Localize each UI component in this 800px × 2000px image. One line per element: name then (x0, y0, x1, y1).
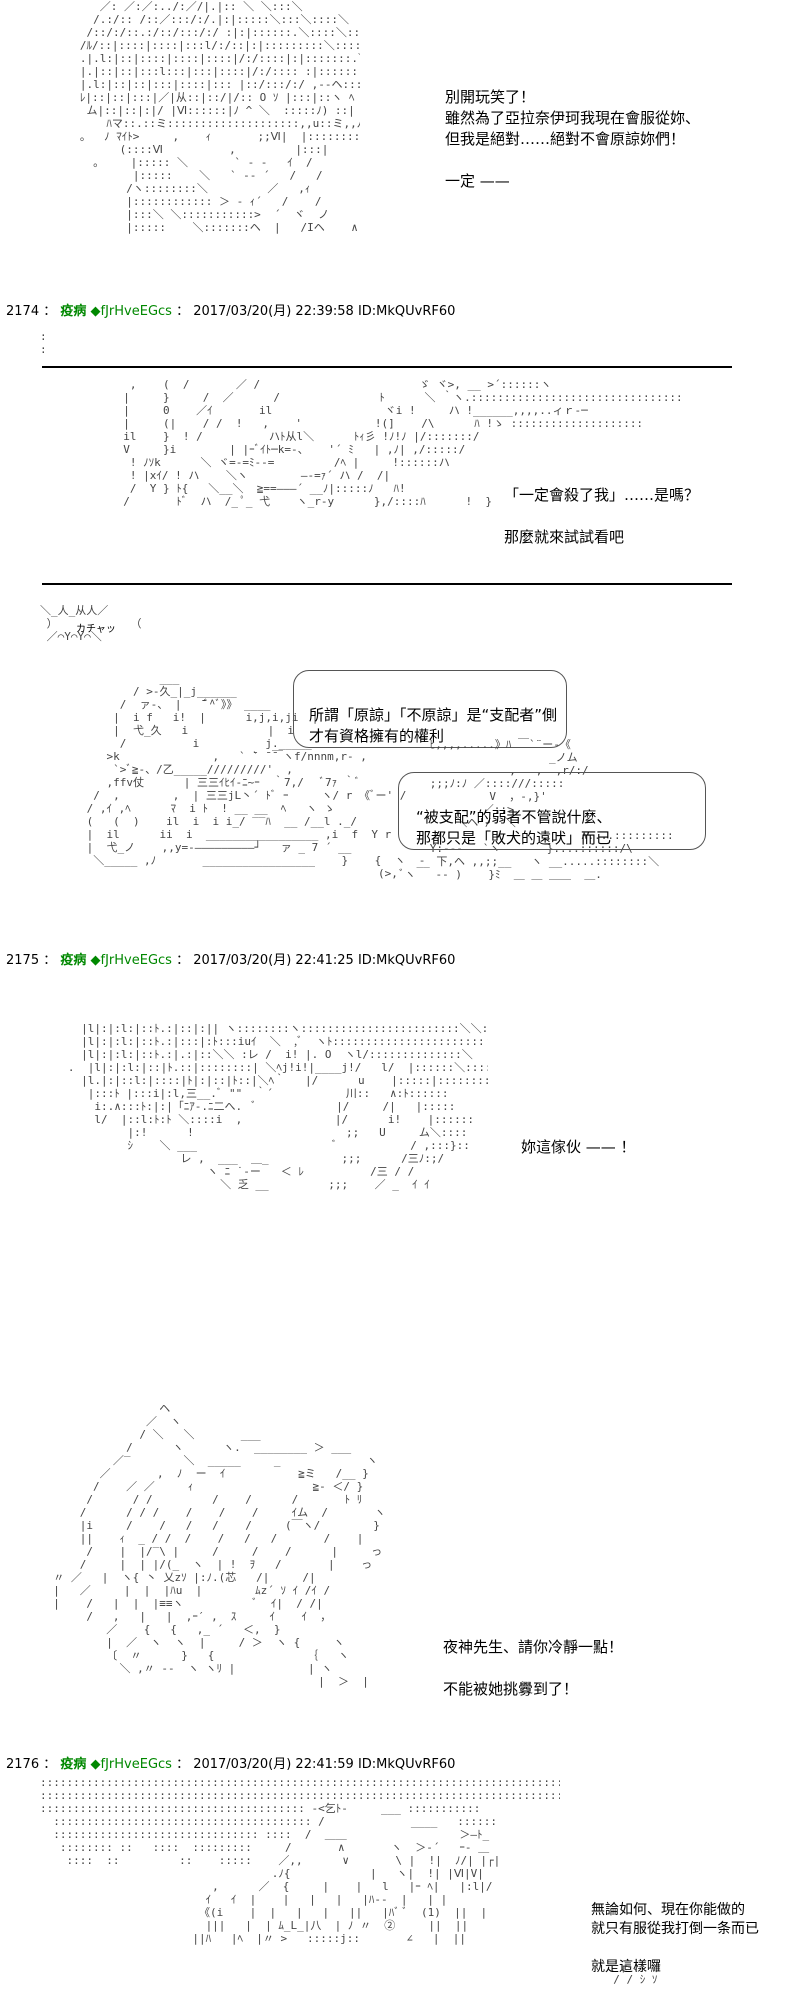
post-date: 2017/03/20(月) 22:41:59 (193, 1757, 354, 1772)
bubble2-text: “被支配”的弱者不管說什麼、那都只是「敗犬的遠吠」而已 (416, 786, 612, 870)
panel6-line: 無論如何、現在你能做的 (591, 1902, 745, 1918)
panel6-line: ​ (591, 1939, 759, 1958)
poster-trip: ◆fJrHveEGcs (90, 304, 172, 319)
panel4-line: 妳這傢伙 —— ！ (521, 1138, 636, 1156)
panel1-line: ​ (445, 150, 700, 171)
panel2-text: 「一定會殺了我」……是嗎？ ​那麼就來試試看吧 (504, 464, 699, 569)
ascii-art-panel6: ::::::::::::::::::::::::::::::::::::::::… (40, 1776, 560, 1945)
panel2-line: 「一定會殺了我」……是嗎？ (504, 486, 700, 504)
poster-trip: ◆fJrHveEGcs (90, 953, 172, 968)
panel1-text: 別開玩笑了！ 雖然為了亞拉奈伊珂我現在會服從妳、但我是絕對……絕對不會原諒妳們！ ​… (445, 66, 700, 213)
panel2-line: ​ (504, 506, 699, 527)
poster-name: 疫病 (60, 953, 87, 968)
post-id: ID:MkQUvRF60 (357, 304, 456, 319)
post-header-2175: 2175 ： 疫病 ◆fJrHveEGcs ： 2017/03/20(月) 22… (6, 953, 456, 968)
bubble1-text: 所謂「原諒」「不原諒」是“支配者”側才有資格擁有的權利 (309, 684, 557, 768)
post-header-2174: 2174 ： 疫病 ◆fJrHveEGcs ： 2017/03/20(月) 22… (6, 304, 456, 319)
panel2-line: 那麼就來試試看吧 (504, 528, 625, 546)
bubble1-line: 才有資格擁有的權利 (309, 727, 445, 745)
speech-bubble-2 (398, 772, 706, 850)
poster-name: 疫病 (60, 304, 87, 319)
bubble2-line: 那都只是「敗犬的遠吠」而已 (416, 829, 612, 847)
speech-bubble-1 (293, 670, 567, 748)
ascii-art-panel6-tail: ┌-､ / / ｼ ｿ (613, 1960, 658, 1986)
panel2-bottom-border (42, 583, 732, 585)
panel5-line: 不能被她挑釁到了！ (443, 1680, 579, 1698)
panel5-line: ​ (443, 1658, 623, 1679)
post-date: 2017/03/20(月) 22:39:58 (193, 304, 354, 319)
post-date: 2017/03/20(月) 22:41:25 (193, 953, 354, 968)
ascii-art-panel3-right: ﾋ,,,,.....》ﾊ ￣`¨ー‐《 _ノム , , ,r/:/ ;;;ﾉ:ﾉ… (396, 738, 674, 881)
post-header-2176: 2176 ： 疫病 ◆fJrHveEGcs ： 2017/03/20(月) 22… (6, 1757, 456, 1772)
dot-marks: : : (40, 330, 47, 356)
panel4-text: 妳這傢伙 —— ！ (521, 1116, 636, 1179)
panel1-line: 別開玩笑了！ (445, 88, 536, 106)
post-id: ID:MkQUvRF60 (357, 1757, 456, 1772)
panel6-line: 就只有服從我打倒一条而已 (591, 1921, 759, 1937)
bubble1-line: 所謂「原諒」「不原諒」是“支配者”側 (309, 706, 558, 724)
panel5-text: 夜神先生、請你冷靜一點！ ​不能被她挑釁到了！ (443, 1616, 623, 1721)
ascii-art-panel1: ／: ／:／:../:／/|.|:: ＼ ＼:::＼ /.:/:: /::／::… (79, 0, 360, 234)
bubble2-line: “被支配”的弱者不管說什麼、 (416, 808, 612, 826)
post-number: 2174 (6, 304, 40, 319)
panel1-line: 但我是絕對……絕對不會原諒妳們！ (445, 130, 686, 148)
poster-name: 疫病 (60, 1757, 87, 1772)
panel6-line: 就是這樣囉 (591, 1959, 661, 1975)
post-id: ID:MkQUvRF60 (357, 953, 456, 968)
post-number: 2176 (6, 1757, 40, 1772)
ascii-art-panel3: ___ / >-久_|_j______ / ァ-、 | ̄ ̄ﾞ^ﾞ》》 ___… (86, 672, 426, 880)
panel1-line: 一定 —— (445, 172, 510, 190)
post-number: 2175 (6, 953, 40, 968)
panel5-line: 夜神先生、請你冷靜一點！ (443, 1638, 624, 1656)
panel1-line: 雖然為了亞拉奈伊珂我現在會服從妳、 (445, 109, 701, 127)
panel2-top-border (42, 366, 732, 368)
ascii-art-panel2: , ( / ／ / ゞ ヾ>, __ >´::::::ヽ | } / ／ / ﾄ… (123, 378, 683, 508)
poster-trip: ◆fJrHveEGcs (90, 1757, 172, 1772)
ascii-art-panel5: ヘ ／ ヽ / ＼ ＼ ___ / ヽ ヽ. ________ ＞ ___ ／‾… (53, 1402, 386, 1688)
ascii-art-sfx-burst: ＼_人_从人／ ） （ ／⌒Y⌒Y⌒＼ (40, 604, 142, 643)
ascii-art-panel4: |l|:|:l:|::ﾄ.:|::|:|| ヽ::::::::ヽ::::::::… (67, 1022, 488, 1191)
sound-effect: カチャッ (76, 624, 116, 635)
